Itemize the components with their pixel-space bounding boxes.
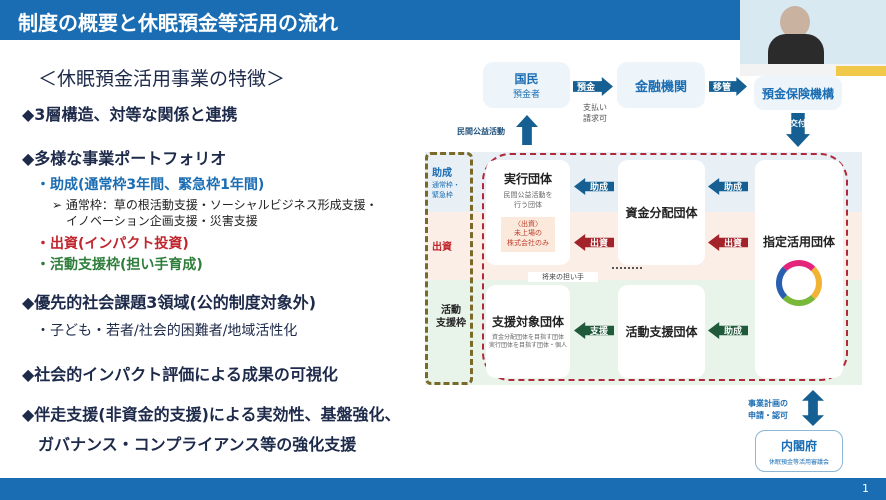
features-heading: ＜休眠預金活用事業の特徴＞ [38, 68, 286, 90]
feature-subitem-investment: ・出資(インパクト投資) [36, 236, 189, 252]
arrow-investment: 出資 [574, 234, 614, 251]
dotted-arrow [612, 267, 642, 269]
box-implementing-org: 実行団体 民間公益活動を 行う団体 〈出資〉 未上場の 株式会社のみ [486, 160, 570, 265]
feature-note: イノベーション企画支援・災害支援 [66, 214, 258, 228]
title-bar [0, 0, 886, 40]
feature-subitem-support: ・活動支援枠(担い手育成) [36, 257, 203, 273]
feature-item: ◆優先的社会課題3領域(公的制度対象外) [22, 293, 317, 312]
label: 交付 [790, 119, 806, 128]
page-title: 制度の概要と休眠預金等活用の流れ [18, 11, 338, 35]
label: 指定活用団体 [762, 234, 835, 249]
sublabel: 休眠預金等活用審議会 [768, 458, 829, 466]
private-activity-label: 民間公益活動 [457, 127, 505, 136]
arrow-deposit: 預金 [573, 77, 613, 96]
investment-note: 〈出資〉 未上場の 株式会社のみ [501, 216, 555, 252]
category-frame [425, 152, 473, 385]
arrow-grant: 助成 [708, 178, 748, 195]
label: 活動支援団体 [625, 325, 698, 339]
box-cabinet-office: 内閣府 休眠預金等活用審議会 [755, 430, 843, 472]
double-arrow-icon [802, 390, 824, 426]
feature-subitem-grant: ・助成(通常枠3年間、緊急枠1年間) [36, 177, 265, 193]
feature-item: ◆多様な事業ポートフォリオ [22, 149, 227, 168]
arrow-grant-down: 交付 [786, 113, 810, 147]
payment-note: 支払い 請求可 [583, 103, 607, 124]
feature-item: ◆社会的インパクト評価による成果の可視化 [22, 365, 338, 384]
janpia-logo [776, 259, 822, 306]
footer-bar [0, 478, 886, 500]
box-citizens: 国民 預金者 [483, 62, 570, 108]
application-label: 事業計画の 申請・認可 [748, 399, 788, 420]
feature-item: ◆3層構造、対等な関係と連携 [22, 105, 238, 124]
box-deposit-insurance: 預金保険機構 [754, 76, 842, 110]
speaker-video [740, 0, 886, 76]
arrow-transfer: 移管 [709, 77, 747, 96]
feature-subitem: ・子ども・若者/社会的困難者/地域活性化 [36, 323, 298, 339]
page-number: 1 [862, 482, 869, 495]
sublabel: 民間公益活動を 行う団体 [503, 191, 553, 209]
arrow-support: 支援 [574, 322, 614, 339]
feature-item: ガバナンス・コンプライアンス等の強化支援 [38, 435, 357, 454]
label: 支援対象団体 [491, 314, 564, 329]
box-financial-institution: 金融機関 [617, 62, 705, 108]
feature-item: ◆伴走支援(非資金的支援)による実効性、基盤強化、 [22, 405, 401, 424]
label: 預金保険機構 [761, 86, 834, 101]
sublabel: 預金者 [512, 90, 540, 100]
sublabel: 資金分配団体を目指す団体 実行団体を目指す団体・個人 [488, 333, 567, 349]
frame-grant-label: 助成 [432, 168, 452, 179]
frame-grant-sub: 通常枠・ 緊急枠 [432, 181, 460, 199]
box-activity-support-org: 活動支援団体 [618, 285, 705, 378]
label: 国民 [514, 72, 539, 86]
label: 金融機関 [634, 79, 687, 95]
arrow-up-icon [516, 115, 538, 145]
box-fund-distribution-org: 資金分配団体 [618, 160, 705, 265]
label: 内閣府 [780, 438, 817, 453]
arrow-investment: 出資 [708, 234, 748, 251]
arrow-grant-activity: 助成 [708, 322, 748, 339]
box-support-target-org: 支援対象団体 資金分配団体を目指す団体 実行団体を目指す団体・個人 [486, 285, 570, 378]
arrow-grant: 助成 [574, 178, 614, 195]
label: 実行団体 [503, 172, 552, 186]
future-leaders-label: 将来の担い手 [528, 272, 598, 282]
box-designated-org: 指定活用団体 [755, 160, 843, 378]
frame-support-label: 活動 支援枠 [436, 305, 466, 329]
feature-note: ➢ 通常枠：草の根活動支援・ソーシャルビジネス形成支援・ [52, 198, 378, 212]
scheme-frame [482, 153, 848, 381]
label: 資金分配団体 [625, 206, 698, 220]
frame-investment-label: 出資 [432, 242, 452, 253]
